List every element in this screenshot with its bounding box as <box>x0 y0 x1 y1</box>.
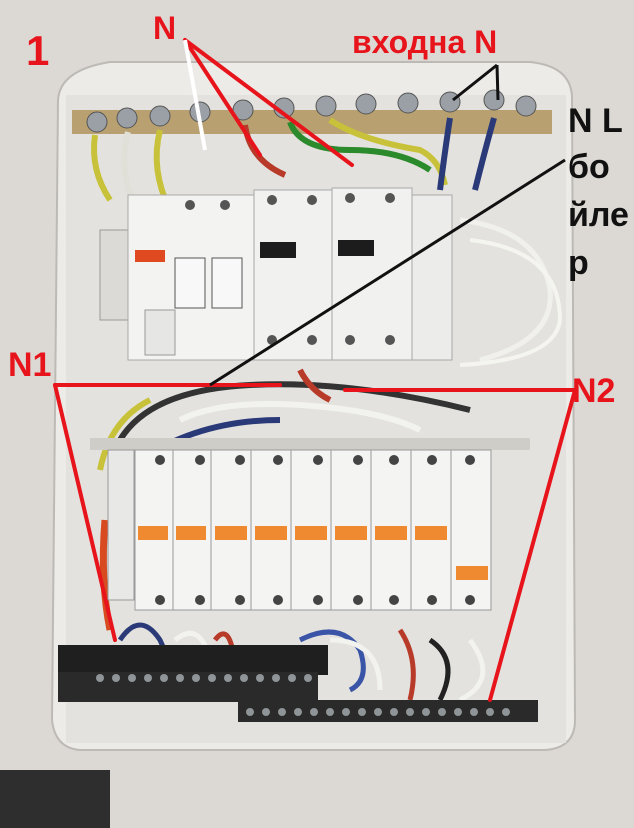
annotation-lines-white <box>183 39 207 151</box>
lower-terminal-bar-left <box>58 645 328 675</box>
top-terminal-screws <box>86 89 537 133</box>
breaker-top-screws <box>155 455 475 465</box>
annotation-n2: N2 <box>572 372 616 410</box>
lower-terminal-screws <box>96 674 510 716</box>
breaker-handles <box>138 526 488 580</box>
middle-rail <box>90 438 530 450</box>
annotation-number: 1 <box>26 27 50 74</box>
annotation-boiler-2: йле <box>568 196 629 234</box>
top-rail-modules <box>99 187 453 361</box>
annotation-nl: N L <box>568 102 623 140</box>
top-terminal-bar <box>72 110 552 134</box>
lower-terminal-bar-right <box>238 700 538 722</box>
annotation-n1: N1 <box>8 346 52 384</box>
annotation-boiler-3: р <box>568 244 589 282</box>
annotation-lines-black <box>209 63 566 387</box>
annotation-incoming-n: входна N <box>352 24 498 60</box>
top-module-screws <box>185 193 395 345</box>
dark-corner <box>0 770 110 828</box>
annotation-n-top: N <box>153 10 177 46</box>
annotation-boiler-1: бо <box>568 148 610 186</box>
annotation-lines <box>53 38 577 702</box>
breaker-bottom-screws <box>155 595 475 605</box>
